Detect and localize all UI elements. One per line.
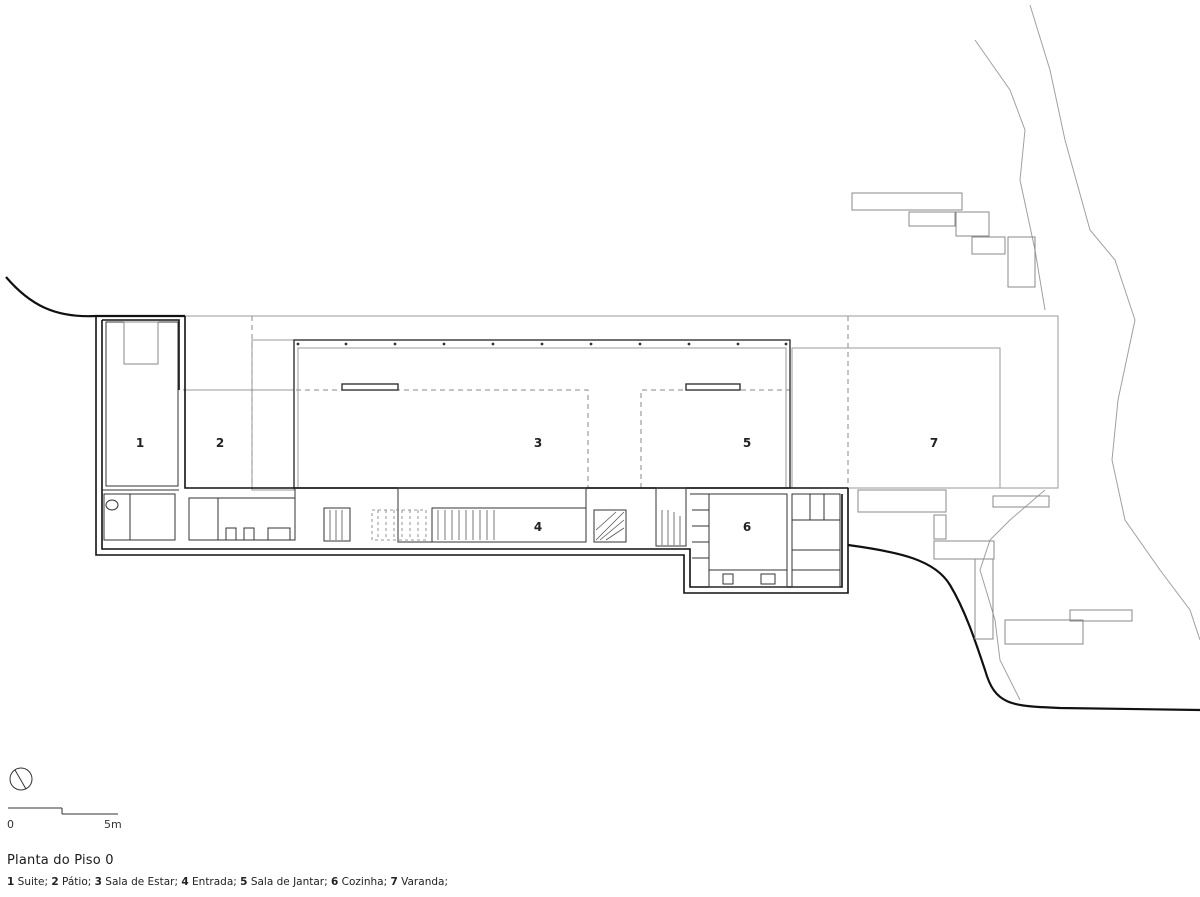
legend-item: 1 Suite; [7, 876, 51, 888]
legend-number: 2 [51, 876, 59, 888]
room-number-5: 5 [743, 436, 751, 450]
legend-item: 2 Pátio; [51, 876, 94, 888]
room-number-3: 3 [534, 436, 542, 450]
scale-bar [8, 807, 118, 815]
plan-title: Planta do Piso 0 [7, 853, 114, 868]
scale-end-label: 5m [104, 818, 122, 831]
ground-line [5, 276, 1200, 712]
north-and-scale [8, 767, 118, 815]
legend-room-name: Varanda; [397, 876, 448, 888]
legend-room-name: Cozinha; [338, 876, 391, 888]
legend-number: 3 [94, 876, 102, 888]
legend-item: 6 Cozinha; [331, 876, 390, 888]
legend-room-name: Suite; [14, 876, 52, 888]
column-dots [296, 342, 788, 346]
legend-number: 5 [240, 876, 248, 888]
legend-number: 6 [331, 876, 339, 888]
kitchen-interior [690, 493, 841, 588]
legend-number: 1 [7, 876, 15, 888]
north-arrow-icon [9, 767, 33, 791]
legend-room-name: Pátio; [58, 876, 95, 888]
room-number-7: 7 [930, 436, 938, 450]
garden-steps [851, 192, 1036, 288]
suite-interior [102, 321, 179, 541]
room-number-1: 1 [136, 436, 144, 450]
dashed-lines [251, 316, 849, 488]
scale-start-label: 0 [7, 818, 14, 831]
legend-item: 4 Entrada; [181, 876, 240, 888]
legend-number: 4 [181, 876, 189, 888]
dashed-stairs [371, 509, 427, 541]
legend-room-name: Sala de Estar; [101, 876, 182, 888]
living-room-frame [293, 339, 791, 489]
corridor-rooms [188, 487, 687, 547]
room-number-2: 2 [216, 436, 224, 450]
legend-item: 7 Varanda; [390, 876, 448, 888]
floor-plan-drawing: 1 2 3 4 5 6 7 [5, 4, 1200, 712]
room-number-4: 4 [534, 520, 542, 534]
terrace-outline [183, 315, 1059, 491]
legend-number: 7 [390, 876, 398, 888]
deck-platforms [857, 489, 1133, 645]
legend-item: 5 Sala de Jantar; [240, 876, 331, 888]
stairs [329, 510, 681, 545]
legend-room-name: Entrada; [188, 876, 241, 888]
terrain-lines [974, 4, 1200, 701]
legend-room-name: Sala de Jantar; [247, 876, 332, 888]
exterior-walls [95, 316, 849, 594]
room-number-6: 6 [743, 520, 751, 534]
room-legend: 1 Suite; 2 Pátio; 3 Sala de Estar; 4 Ent… [7, 876, 448, 888]
legend-item: 3 Sala de Estar; [95, 876, 182, 888]
